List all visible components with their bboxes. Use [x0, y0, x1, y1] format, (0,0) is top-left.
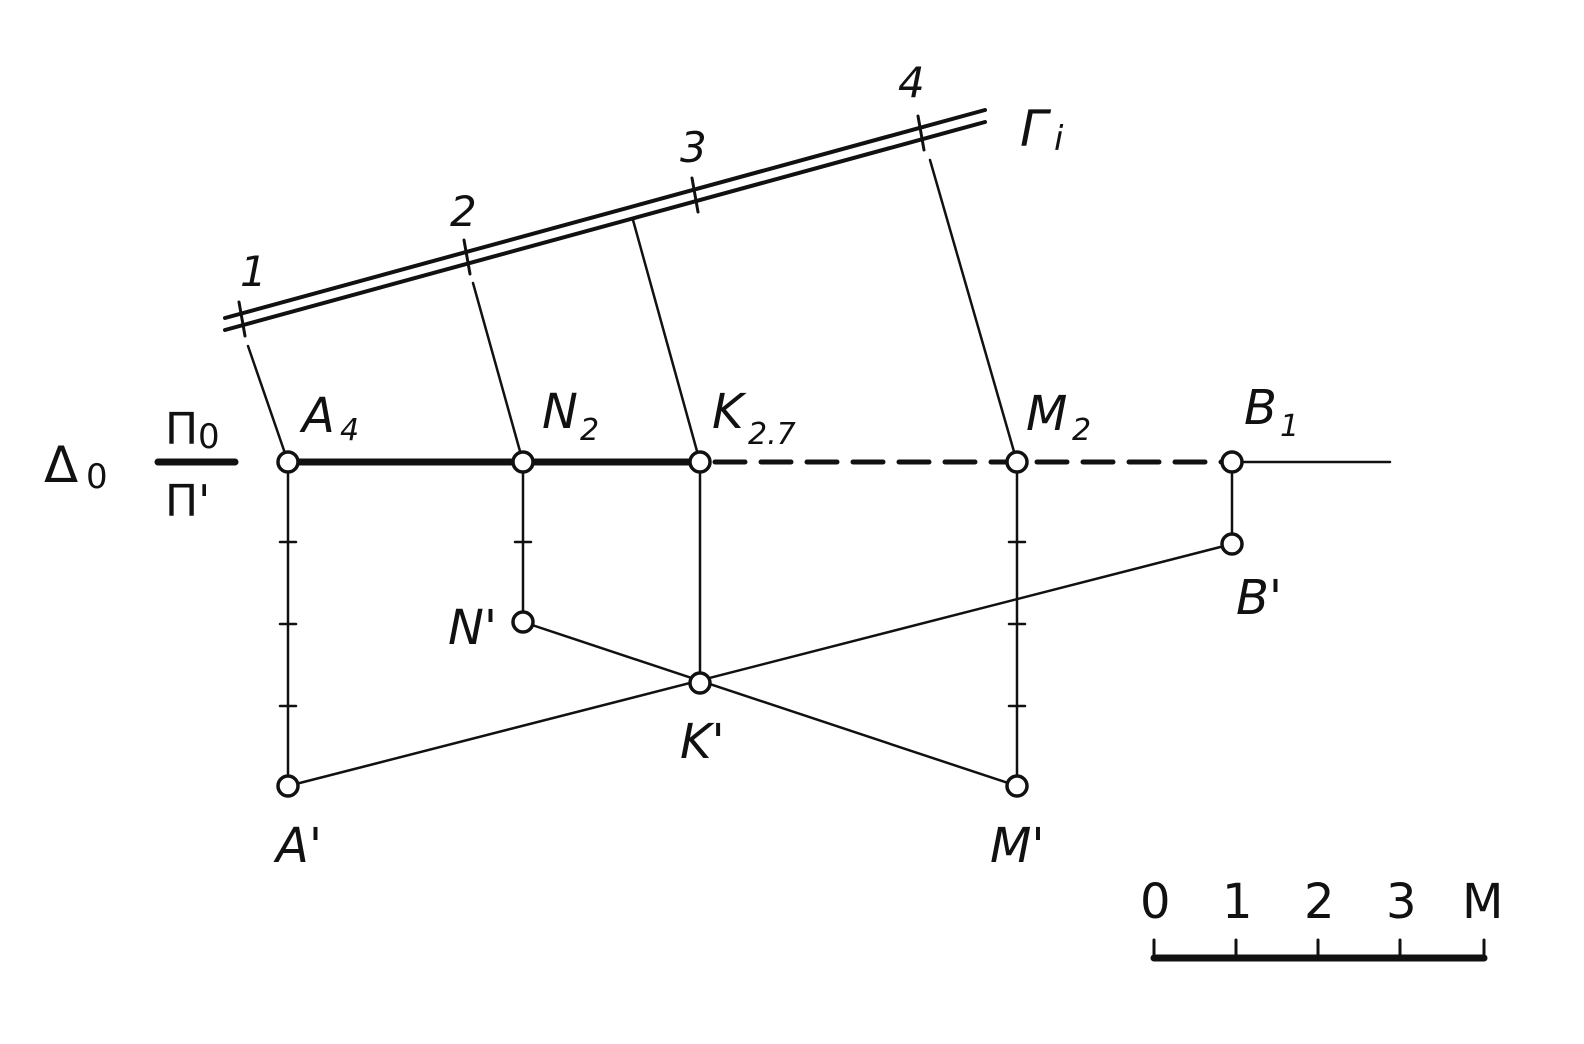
- point-n2: [511, 450, 535, 474]
- svg-text:i: i: [1054, 119, 1064, 159]
- point-b1: [1220, 450, 1244, 474]
- scale-bar: 0 1 2 3 M: [1140, 874, 1503, 962]
- point-k-prime: [688, 671, 712, 695]
- point-m-prime: [1005, 774, 1029, 798]
- plane-bottom-label: П': [165, 476, 210, 527]
- svg-text:B': B': [1236, 570, 1282, 626]
- vertical-connectors: [278, 468, 1234, 782]
- svg-text:M': M': [990, 818, 1045, 874]
- svg-text:K': K': [680, 714, 725, 770]
- svg-text:A': A': [273, 818, 322, 874]
- svg-text:N: N: [542, 384, 578, 440]
- point-k27: [688, 450, 712, 474]
- svg-text:2: 2: [1072, 413, 1091, 448]
- svg-text:M: M: [1026, 386, 1067, 442]
- scale-unit: M: [1462, 874, 1503, 930]
- point-n-prime: [511, 610, 535, 634]
- trace-mark-3: 3: [680, 123, 707, 172]
- plane-trace: [223, 108, 987, 338]
- svg-text:Г: Г: [1020, 100, 1052, 158]
- trace-mark-4: 4: [898, 58, 925, 107]
- svg-text:Δ: Δ: [44, 436, 78, 494]
- svg-text:A: A: [299, 388, 335, 444]
- svg-text:4: 4: [340, 413, 359, 448]
- scale-tick-2: 2: [1304, 874, 1335, 930]
- projection-lines: [246, 158, 1019, 464]
- scale-tick-1: 1: [1222, 874, 1253, 930]
- scale-tick-0: 0: [1140, 874, 1171, 930]
- svg-text:2: 2: [580, 413, 599, 448]
- point-m2: [1005, 450, 1029, 474]
- trace-scale-labels: 1 2 3 4: [240, 58, 925, 296]
- point-b-prime: [1220, 532, 1244, 556]
- points: [276, 450, 1244, 798]
- point-a4: [276, 450, 300, 474]
- svg-text:N': N': [448, 600, 497, 656]
- segment-lines: [286, 542, 1234, 788]
- svg-text:B: B: [1244, 380, 1277, 436]
- plane-top-label: П: [165, 404, 198, 455]
- svg-text:1: 1: [1280, 409, 1299, 444]
- axis-label: Δ 0 П 0 П': [44, 404, 220, 527]
- trace-mark-1: 1: [240, 247, 267, 296]
- trace-mark-2: 2: [450, 187, 477, 236]
- scale-tick-3: 3: [1386, 874, 1417, 930]
- svg-text:K: K: [712, 384, 747, 440]
- svg-text:0: 0: [86, 457, 108, 497]
- svg-text:0: 0: [198, 417, 220, 457]
- svg-text:2.7: 2.7: [748, 417, 796, 452]
- trace-label: Г i: [1020, 100, 1064, 159]
- bottom-point-labels: N' K' A' M' B': [273, 570, 1282, 874]
- point-a-prime: [276, 774, 300, 798]
- top-point-labels: A 4 N 2 K 2.7 M 2 B 1: [299, 380, 1299, 452]
